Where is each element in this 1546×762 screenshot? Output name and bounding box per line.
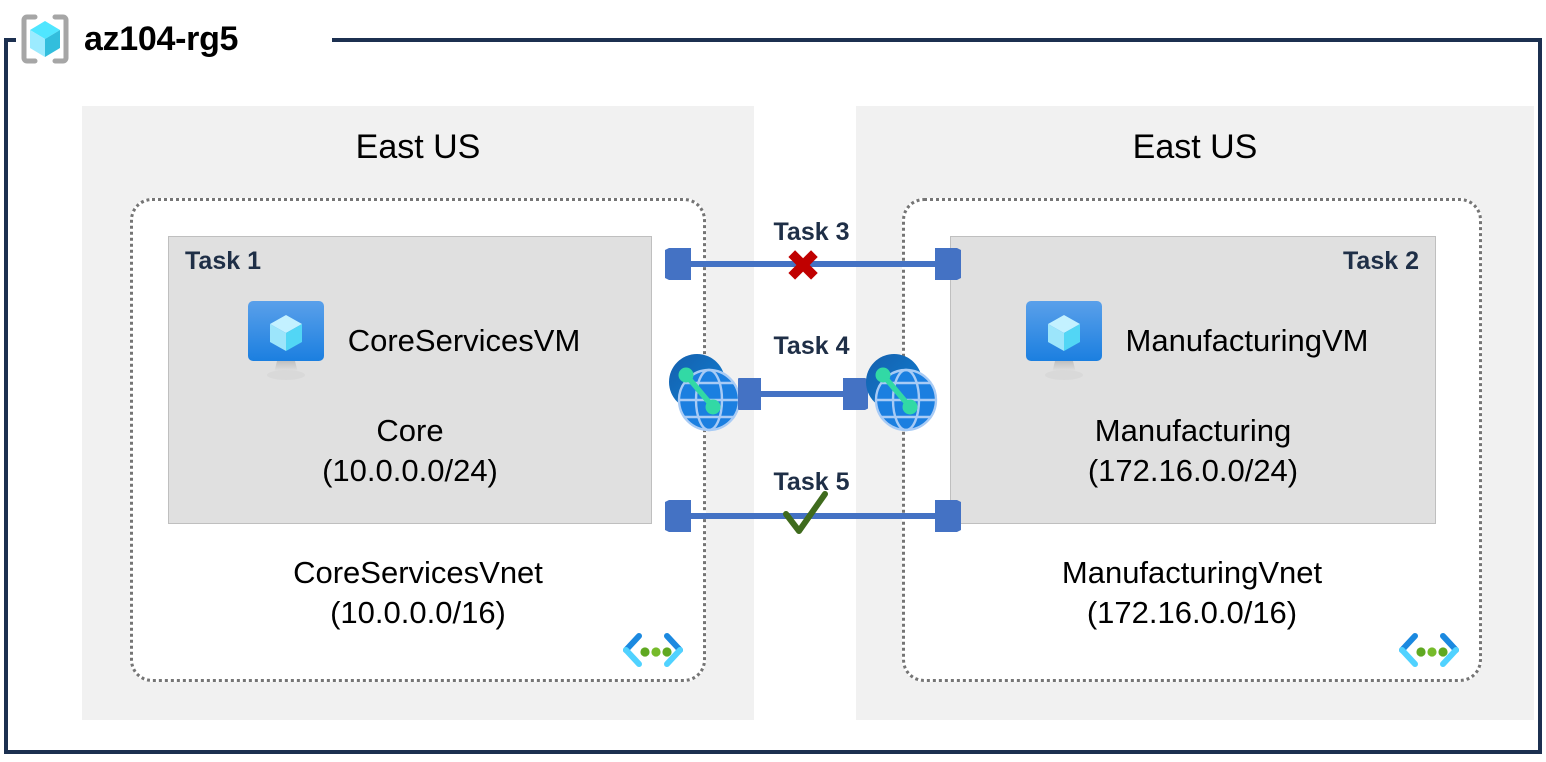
connection-marker-task-5 <box>783 491 828 534</box>
vnet-name-right: ManufacturingVnet <box>1061 555 1323 590</box>
connection-label-task-3: Task 3 <box>773 218 850 246</box>
subnet-caption-right: Manufacturing (172.16.0.0/24) <box>951 411 1435 492</box>
resource-group-header: az104-rg5 <box>18 10 238 68</box>
subnet-caption-left: Core (10.0.0.0/24) <box>169 411 651 492</box>
subnet-name-right: Manufacturing <box>1094 413 1292 448</box>
virtual-network-icon <box>1395 631 1463 673</box>
vnet-address-space-left: (10.0.0.0/16) <box>330 595 506 631</box>
connection-arrow-task-3[interactable] <box>665 248 961 280</box>
vnet-peering-icon[interactable] <box>661 350 747 436</box>
connection-label-task-4: Task 4 <box>773 332 850 360</box>
subnet-address-space-right: (172.16.0.0/24) <box>1087 453 1299 489</box>
vnet-name-left: CoreServicesVnet <box>293 555 543 590</box>
subnet-core[interactable]: Task 1 <box>168 236 652 524</box>
vm-name-right: ManufacturingVM <box>1125 323 1369 358</box>
vnet-address-space-right: (172.16.0.0/16) <box>1086 595 1298 631</box>
resource-group-name: az104-rg5 <box>84 20 239 58</box>
subnet-name-left: Core <box>376 413 444 448</box>
virtual-machine-icon <box>1018 295 1110 387</box>
virtual-machine-icon <box>240 295 332 387</box>
vm-name-left: CoreServicesVM <box>347 323 581 358</box>
resource-group-title-gap <box>16 16 332 62</box>
resource-group-cube-icon <box>18 12 72 66</box>
subnet-address-space-left: (10.0.0.0/24) <box>322 453 498 489</box>
vnet-caption-left: CoreServicesVnet (10.0.0.0/16) <box>133 553 703 634</box>
connection-arrow-task-4[interactable] <box>738 378 868 410</box>
vnet-caption-right: ManufacturingVnet (172.16.0.0/16) <box>905 553 1479 634</box>
task-tag-1: Task 1 <box>185 247 261 275</box>
virtual-network-icon <box>619 631 687 673</box>
resource-group-frame <box>4 38 1542 754</box>
connection-label-task-5: Task 5 <box>773 468 850 496</box>
connection-marker-task-3: ✖ <box>784 242 822 291</box>
task-tag-2: Task 2 <box>1343 247 1419 275</box>
vm-row-right: ManufacturingVM <box>951 295 1435 387</box>
region-label-right: East US <box>1132 128 1258 166</box>
vm-row-left: CoreServicesVM <box>169 295 651 387</box>
subnet-manufacturing[interactable]: Task 2 <box>950 236 1436 524</box>
vnet-peering-icon[interactable] <box>858 350 944 436</box>
region-label-left: East US <box>355 128 481 166</box>
